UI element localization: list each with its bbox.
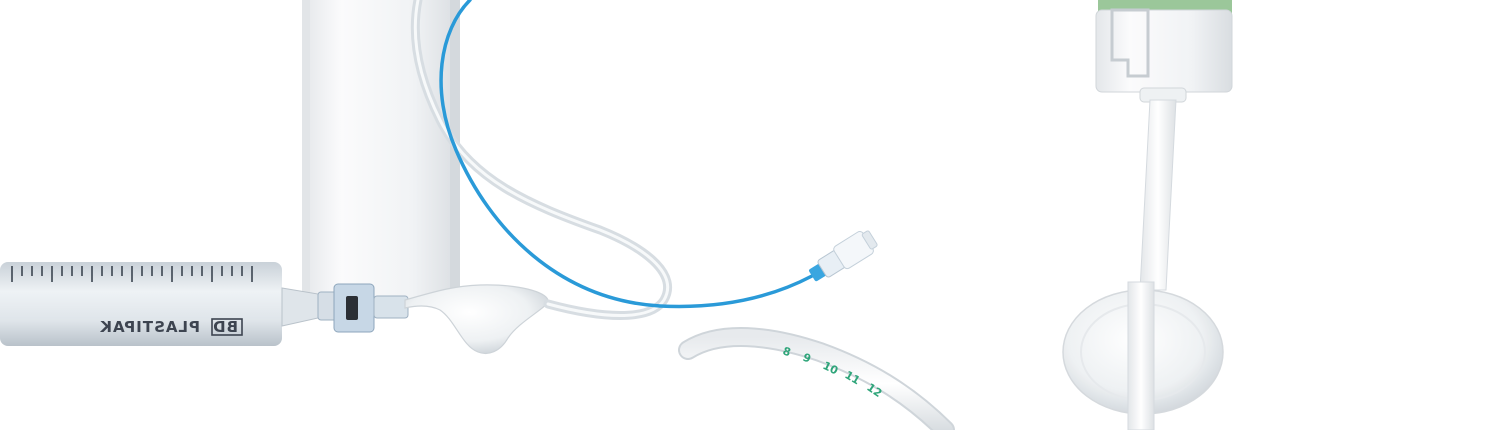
tube-marking-1: 8	[781, 344, 792, 359]
tube-marking-2: 9	[801, 351, 813, 366]
syringe: BD PLASTIPAK	[0, 262, 319, 346]
pilot-balloon	[404, 284, 549, 355]
tube-marking-3: 10	[821, 359, 841, 378]
marked-tube: 8 9 10 11 12	[678, 327, 955, 430]
syringe-printing: BD PLASTIPAK	[99, 318, 243, 336]
tracheostomy-connector	[1095, 0, 1233, 103]
white-stand	[302, 0, 460, 300]
syringe-tip	[281, 287, 319, 327]
connector-stem	[1139, 99, 1177, 291]
blue-catheter-line	[439, 0, 814, 309]
syringe-logo-text: BD	[212, 318, 238, 336]
blue-luer-connector	[809, 230, 878, 282]
syringe-graduations	[11, 266, 253, 282]
connector-cap	[1095, 9, 1233, 93]
cuff-balloon	[1062, 281, 1224, 430]
syringe-brand-text: PLASTIPAK	[99, 318, 200, 336]
luer-valve	[317, 283, 409, 333]
